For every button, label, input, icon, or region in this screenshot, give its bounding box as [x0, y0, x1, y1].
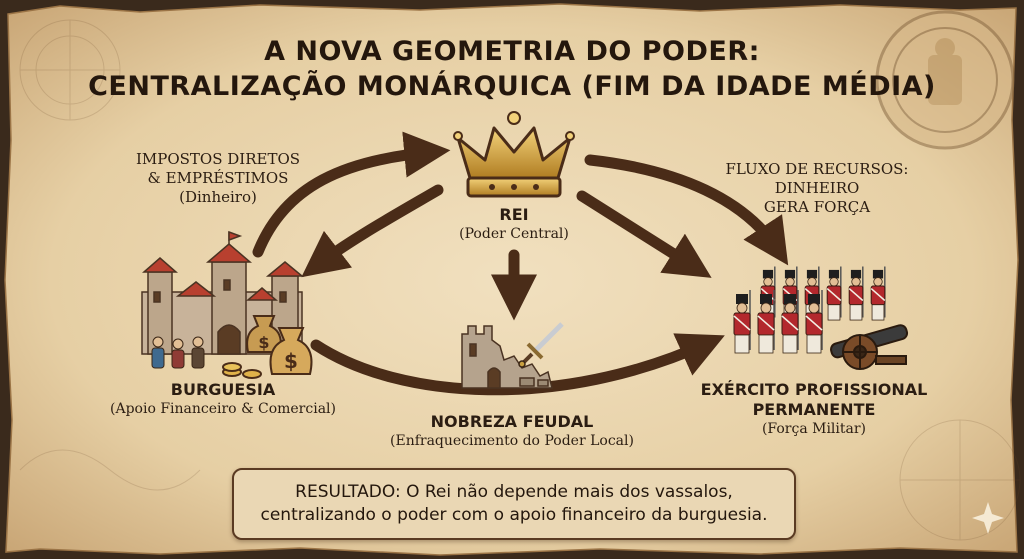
arrow-rei-to-exercito-curve: [584, 154, 789, 266]
burguesia-label: BURGUESIA: [170, 380, 276, 399]
royal-seal-icon: [875, 10, 1015, 150]
node-rei: REI (Poder Central): [424, 205, 604, 243]
soldier-figure: [848, 266, 864, 321]
exercito-label-line1: EXÉRCITO PROFISSIONAL: [700, 380, 928, 399]
soldier-figure: [757, 290, 775, 354]
soldiers-icon: [733, 266, 886, 354]
soldier-figure: [826, 266, 842, 321]
page-title: A NOVA GEOMETRIA DO PODER: CENTRALIZAÇÃO…: [88, 36, 936, 102]
nobreza-subtitle: (Enfraquecimento do Poder Local): [390, 433, 634, 449]
node-burguesia: BURGUESIA (Apoio Financeiro & Comercial): [78, 380, 368, 418]
annotation-fluxo: FLUXO DE RECURSOS: DINHEIRO GERA FORÇA: [725, 160, 909, 216]
soldier-figure: [870, 266, 886, 321]
node-exercito: EXÉRCITO PROFISSIONAL PERMANENTE (Força …: [684, 380, 944, 438]
exercito-subtitle: (Força Militar): [761, 421, 867, 437]
cannon-icon: [830, 324, 909, 370]
soldier-figure: [733, 290, 751, 354]
compass-decoration: [19, 19, 1021, 541]
soldier-figure: [781, 290, 799, 354]
arrow-burguesia-to-exercito: [310, 333, 725, 396]
crown-icon: [453, 111, 575, 198]
svg-text:$: $: [258, 333, 269, 352]
annotation-impostos: IMPOSTOS DIRETOS & EMPRÉSTIMOS (Dinheiro…: [135, 150, 301, 206]
soldier-figure: [805, 290, 823, 354]
burguesia-subtitle: (Apoio Financeiro & Comercial): [110, 401, 336, 417]
rei-subtitle: (Poder Central): [459, 226, 569, 242]
node-nobreza: NOBREZA FEUDAL (Enfraquecimento do Poder…: [352, 412, 672, 450]
merchants-icon: [151, 336, 205, 369]
result-text: RESULTADO: O Rei não depende mais dos va…: [260, 482, 768, 525]
arrow-burguesia-to-rei: [252, 131, 451, 258]
rei-label: REI: [499, 205, 529, 224]
sparkle-icon: [972, 502, 1004, 534]
arrow-rei-to-exercito: [576, 190, 712, 278]
sword-icon: [518, 322, 564, 368]
result-box: RESULTADO: O Rei não depende mais dos va…: [232, 468, 796, 540]
svg-text:$: $: [284, 349, 298, 373]
money-bag-icon: $ $: [222, 315, 313, 379]
ruined-tower-icon: [461, 325, 553, 389]
arrow-rei-to-burguesia: [301, 184, 444, 278]
nobreza-label: NOBREZA FEUDAL: [430, 412, 594, 431]
exercito-label-line2: PERMANENTE: [752, 400, 876, 419]
